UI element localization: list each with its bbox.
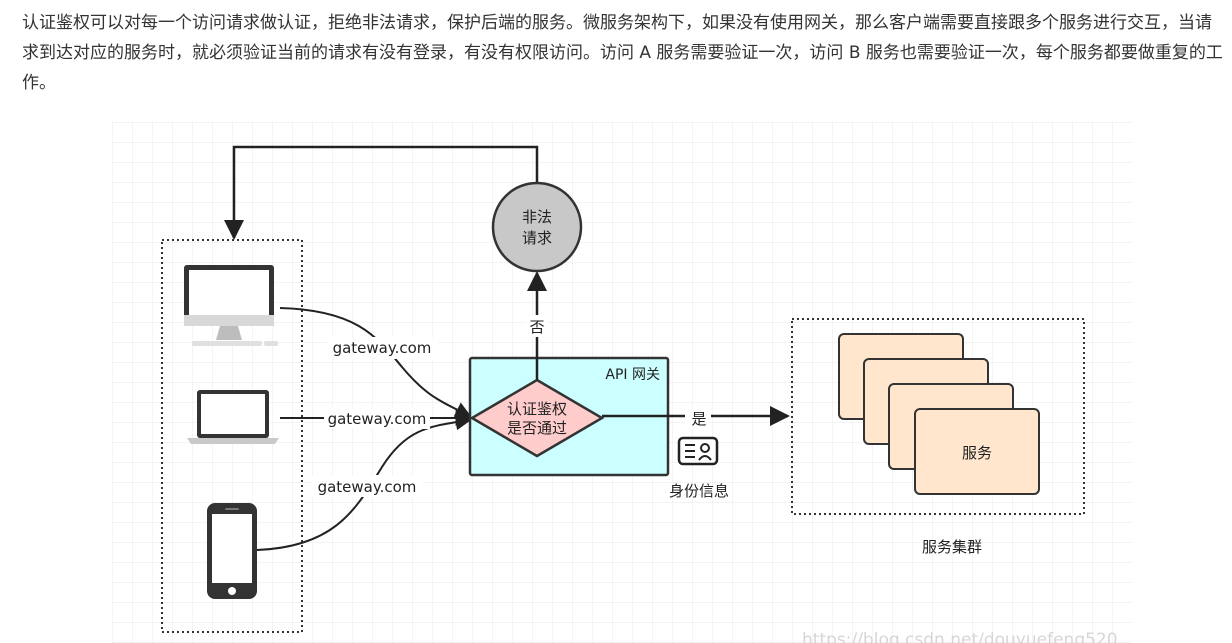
reject-label: 否	[529, 318, 544, 336]
service-cluster-box	[791, 318, 1085, 515]
auth-decision-line1: 认证鉴权	[507, 400, 567, 418]
auth-decision-line2: 是否通过	[507, 419, 567, 437]
desktop-request-label: gateway.com	[333, 339, 432, 357]
desktop-request-curve	[279, 307, 472, 417]
reject-return-line	[224, 145, 539, 240]
service-cluster-label: 服务集群	[922, 538, 982, 556]
api-gateway-title: API 网关	[605, 367, 660, 383]
illegal-request-node: 非法 请求	[491, 181, 583, 273]
desktop-monitor-icon	[184, 265, 278, 346]
illegal-request-line1: 非法	[522, 208, 552, 226]
phone-request-label: gateway.com	[318, 478, 417, 496]
watermark: https://blog.csdn.net/douyuefeng520	[802, 630, 1118, 643]
laptop-request-label: gateway.com	[328, 410, 427, 428]
identity-card-icon	[677, 436, 719, 466]
illegal-request-line2: 请求	[522, 229, 552, 247]
service-label: 服务	[962, 444, 992, 462]
accept-label: 是	[691, 410, 706, 428]
client-group-box	[161, 239, 303, 633]
service-card-front	[914, 408, 1040, 495]
phone-request-curve	[256, 414, 472, 551]
smartphone-icon	[207, 503, 257, 599]
laptop-icon	[187, 390, 279, 444]
identity-label: 身份信息	[669, 482, 729, 500]
auth-decision-diamond: 认证鉴权 是否通过	[469, 378, 605, 458]
api-gateway-diagram: 非法 请求 gateway.com gateway.com gateway.co…	[112, 122, 1132, 643]
intro-paragraph: 认证鉴权可以对每一个访问请求做认证，拒绝非法请求，保护后端的服务。微服务架构下，…	[22, 13, 1223, 93]
